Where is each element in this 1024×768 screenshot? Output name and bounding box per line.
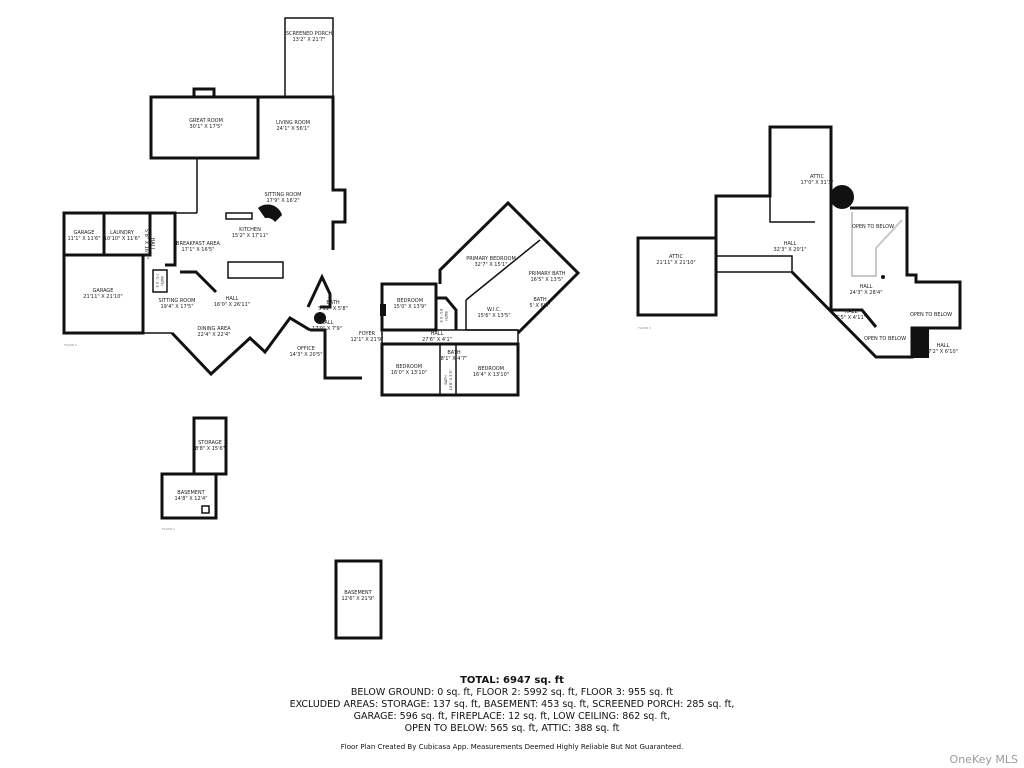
room-name: BATH bbox=[326, 300, 340, 306]
floor-area-breakdown: BELOW GROUND: 0 sq. ft, FLOOR 2: 5992 sq… bbox=[350, 687, 674, 698]
room-dims: 14'8" X 12'4" bbox=[174, 496, 207, 502]
room-dims: 32'7" X 15'1" bbox=[474, 262, 507, 268]
room-name: HALL bbox=[431, 331, 444, 337]
room-dims: 10'8" X 5'5" bbox=[449, 369, 453, 390]
room-name: ATTIC bbox=[669, 254, 684, 260]
room-name: SITTING ROOM bbox=[158, 298, 195, 304]
room-name: BEDROOM bbox=[478, 366, 504, 372]
fireplace bbox=[192, 87, 216, 99]
room-name: PRIMARY BATH bbox=[529, 271, 566, 277]
room-dims: 11'1" X 11'6" bbox=[67, 236, 100, 242]
room-dims: 5'5" X 4'11" bbox=[836, 315, 866, 321]
room-dims: 12'1" X 21'9" bbox=[350, 337, 383, 343]
room-dims: 16'0" X 26'11" bbox=[214, 302, 250, 308]
room-name: OPEN TO BELOW bbox=[852, 224, 894, 230]
room-name: KITCHEN bbox=[239, 227, 261, 233]
room-name: GARAGE bbox=[93, 288, 114, 294]
room-dims: 30'1" X 17'5" bbox=[189, 124, 222, 130]
room-dims: 8'8" X 15'6" bbox=[195, 446, 225, 452]
floor2-walls: FLOOR 2 bbox=[62, 17, 581, 397]
room-dims: 15'2" X 17'11" bbox=[232, 233, 268, 239]
room-dims: 5'11" X 5'8" bbox=[318, 306, 348, 312]
room-dims: 5'8" X 16'5" bbox=[143, 229, 149, 259]
room-dims: 32'3" X 20'1" bbox=[773, 247, 806, 253]
total-area: TOTAL: 6947 sq. ft bbox=[460, 675, 564, 686]
room-name: HALL bbox=[845, 309, 858, 315]
room-dims: 17'0" X 7'9" bbox=[312, 326, 342, 332]
room-dims: 16'4" X 13'10" bbox=[473, 372, 509, 378]
room-name: BASEMENT bbox=[177, 490, 205, 496]
room-dims: 8'1" X 5' bbox=[439, 309, 443, 324]
room-dims: 21'11" X 21'10" bbox=[83, 294, 122, 300]
room-dims: 15'0" X 13'9" bbox=[393, 304, 426, 310]
room-dims: 12'6" X 21'9" bbox=[341, 596, 374, 602]
room-dims: 19'4" X 17'5" bbox=[160, 304, 193, 310]
room-name: LIVING ROOM bbox=[276, 120, 310, 126]
room-name: W.I.C. bbox=[487, 307, 502, 313]
room-name: SITTING ROOM bbox=[264, 192, 301, 198]
screened-porch-outline bbox=[284, 17, 334, 98]
room-name: BATH bbox=[444, 311, 448, 321]
room-name: ATTIC bbox=[810, 174, 825, 180]
room-dims: 13'2" X 21'7" bbox=[292, 37, 325, 43]
room-dims: 21'11" X 21'10" bbox=[656, 260, 695, 266]
floor2-label: FLOOR 2 bbox=[64, 343, 77, 347]
room-dims: 16'0" X 13'10" bbox=[391, 370, 427, 376]
room-name: BREAKFAST AREA bbox=[176, 241, 220, 247]
room-name: BASEMENT bbox=[344, 590, 372, 596]
room-name: HALL bbox=[321, 320, 334, 326]
room-name: DINING AREA bbox=[197, 326, 231, 332]
room-name: HALL bbox=[860, 284, 873, 290]
excluded-areas-line3: OPEN TO BELOW: 565 sq. ft, ATTIC: 388 sq… bbox=[404, 723, 620, 734]
room-name: HALL bbox=[149, 238, 155, 251]
room-name: LAUNDRY bbox=[110, 230, 135, 236]
room-name: HALL bbox=[784, 241, 797, 247]
room-dims: 8'1" X 4'7" bbox=[441, 356, 468, 362]
floor3-label: FLOOR 3 bbox=[638, 326, 651, 330]
disclaimer: Floor Plan Created By Cubicasa App. Meas… bbox=[340, 743, 684, 751]
room-name: BEDROOM bbox=[397, 298, 423, 304]
room-dims: 7'2" X 6'10" bbox=[928, 349, 958, 355]
room-name: OPEN TO BELOW bbox=[910, 312, 952, 318]
room-name: HALL bbox=[226, 296, 239, 302]
room-name: BATH bbox=[160, 276, 164, 286]
room-dims: 10'10" X 11'6" bbox=[104, 236, 140, 242]
floor1-walls: FLOOR 1 bbox=[160, 416, 383, 640]
room-name: OFFICE bbox=[297, 346, 315, 352]
room-dims: 24'3" X 28'4" bbox=[849, 290, 882, 296]
excluded-areas-line1: EXCLUDED AREAS: STORAGE: 137 sq. ft, BAS… bbox=[289, 699, 735, 710]
room-name: PRIMARY BEDROOM bbox=[466, 256, 516, 262]
room-dims: 17'0" X 31'3" bbox=[800, 180, 833, 186]
room-dims: 5' X 6'4" bbox=[529, 303, 550, 309]
room-dims: 14'3" X 20'5" bbox=[289, 352, 322, 358]
room-name: SCREENED PORCH bbox=[286, 31, 332, 37]
room-dims: 24'1" X 56'1" bbox=[276, 126, 309, 132]
room-name: HALL bbox=[937, 343, 950, 349]
excluded-areas-line2: GARAGE: 596 sq. ft, FIREPLACE: 12 sq. ft… bbox=[353, 711, 671, 722]
room-dims: 15'6" X 13'5" bbox=[477, 313, 510, 319]
watermark: OneKey MLS bbox=[949, 753, 1018, 766]
room-dims: 22'4" X 22'4" bbox=[197, 332, 230, 338]
room-dims: 17'9" X 16'2" bbox=[266, 198, 299, 204]
room-name: GARAGE bbox=[74, 230, 95, 236]
room-name: BATH bbox=[444, 375, 448, 385]
room-dims: 17'1" X 16'5" bbox=[181, 247, 214, 253]
room-dims: 16'5" X 13'5" bbox=[530, 277, 563, 283]
floor3-walls: FLOOR 3 bbox=[636, 125, 962, 359]
room-name: BEDROOM bbox=[396, 364, 422, 370]
room-name: BATH bbox=[533, 297, 547, 303]
room-dims: 7'1" X 5' bbox=[155, 274, 159, 289]
room-name: GREAT ROOM bbox=[189, 118, 223, 124]
room-name: BATH bbox=[447, 350, 461, 356]
kitchen-fireplace bbox=[258, 204, 282, 222]
room-name: STORAGE bbox=[198, 440, 222, 446]
room-name: FOYER bbox=[359, 331, 376, 337]
room-name: OPEN TO BELOW bbox=[864, 336, 906, 342]
floor1-label: FLOOR 1 bbox=[162, 527, 175, 531]
room-dims: 27'6" X 4'1" bbox=[422, 337, 452, 343]
